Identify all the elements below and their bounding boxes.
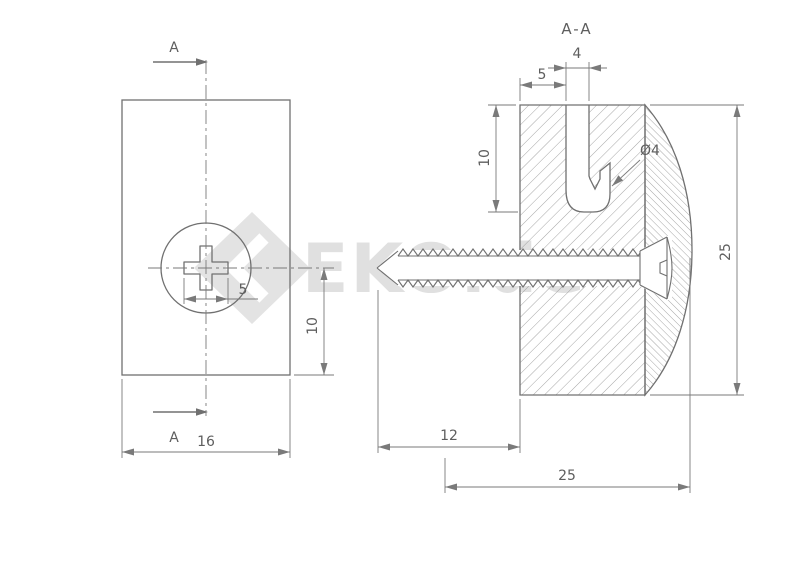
section-label-bottom: A: [169, 430, 179, 446]
section-view-dimensions: [377, 62, 744, 493]
screw-head-flare-top: [639, 236, 668, 252]
screw-thread-bottom: [397, 279, 641, 288]
dim-slot-offset-label: 5: [538, 67, 547, 83]
centerlines: [148, 60, 334, 416]
front-view-dimensions: [121, 268, 334, 458]
dim-slot-depth-label: 10: [477, 149, 493, 167]
phillips-cross: [183, 245, 229, 291]
screw-tip-bottom: [376, 267, 399, 286]
section-arrow-top-head: [196, 58, 208, 66]
section-cut-marks: A A: [153, 40, 208, 446]
section-arrow-bottom-head: [196, 408, 208, 416]
dim-center-offset-label: 10: [305, 317, 321, 335]
dim-slot-width-label: 4: [573, 46, 582, 62]
dim-cross-width-label: 5: [239, 282, 248, 298]
front-view-outline: [121, 99, 291, 376]
screw-recess-notch: [659, 259, 668, 277]
dim-screw-protrusion-label: 12: [440, 428, 458, 444]
screw-head-flare-bottom: [639, 284, 668, 300]
screw: [376, 236, 673, 300]
screw-thread-top: [397, 248, 641, 257]
screw-tip-top: [376, 250, 399, 269]
section-label-top: A: [169, 40, 179, 56]
dim-hole-diameter-label: Ø4: [640, 143, 660, 159]
dim-part-height-label: 25: [718, 243, 734, 261]
dim-part-depth-label: 25: [558, 468, 576, 484]
section-view-title: A-A: [561, 20, 592, 38]
screw-head-outer: [666, 236, 673, 300]
dim-part-width-label: 16: [197, 434, 215, 450]
